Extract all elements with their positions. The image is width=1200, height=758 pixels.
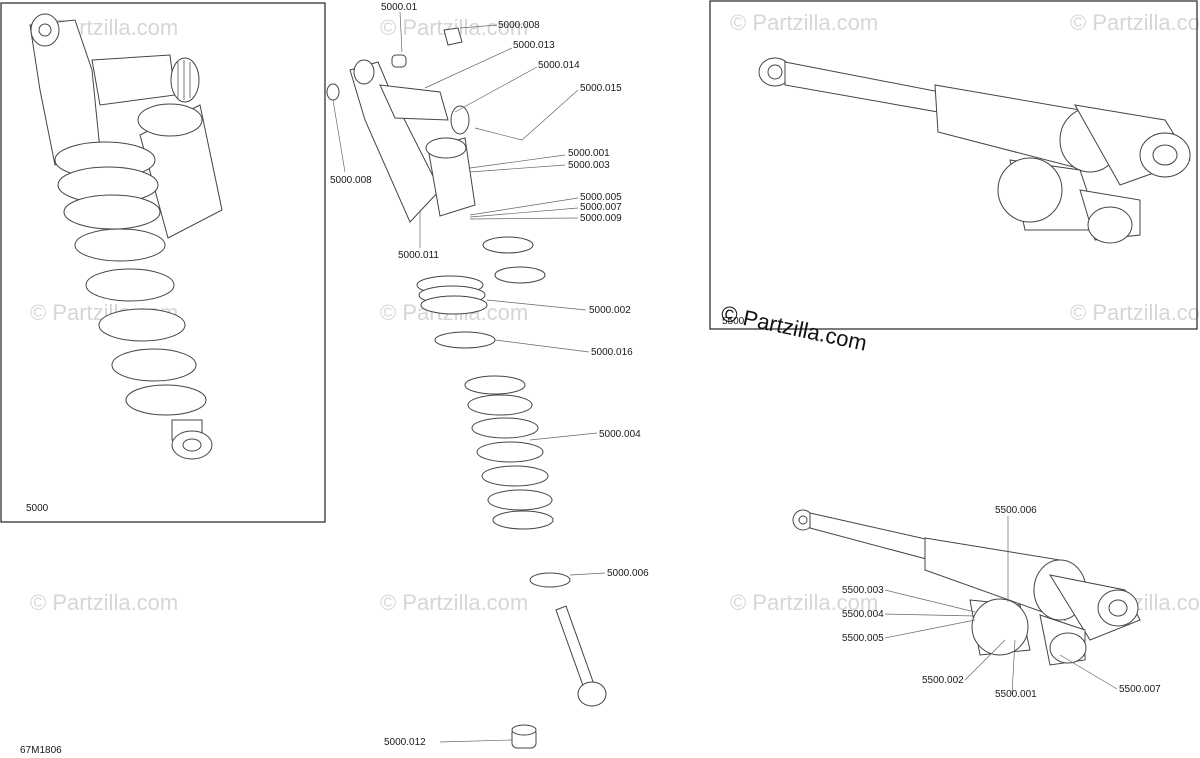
- panel-frame: [709, 0, 1198, 330]
- overlay-watermark: © Partzilla.com: [719, 300, 869, 355]
- leader-lines: [332, 11, 1118, 743]
- callout-label: 5500.005: [842, 633, 884, 644]
- callout-label: 5000.008: [498, 20, 540, 31]
- callout-label: 5000.004: [599, 429, 641, 440]
- callout-label: 5000.009: [580, 213, 622, 224]
- callout-label: 5000.007: [580, 202, 622, 213]
- lower-right-shock-illustration: [792, 509, 1141, 666]
- callout-label: 5000.005: [580, 192, 622, 203]
- assembly-label: 5000: [26, 503, 49, 514]
- callout-label: 5000.002: [589, 305, 631, 316]
- assembled-shock-illustration: [29, 13, 223, 460]
- callout-label: 5000.008: [330, 175, 372, 186]
- callout-label: 5000.003: [568, 160, 610, 171]
- assembled-shock-illustration: [758, 57, 1191, 244]
- watermark: © Partzilla.com: [730, 590, 878, 615]
- callout-label: 5000.006: [607, 568, 649, 579]
- exploded-shock-illustration: [326, 27, 607, 749]
- callout-label: 5000.014: [538, 60, 580, 71]
- left-assembly-panel: 5000: [0, 2, 326, 523]
- callout-label: 5500.007: [1119, 684, 1161, 695]
- callout-label: 5000.011: [398, 250, 439, 261]
- drawing-code: 67M1806: [20, 745, 62, 756]
- callout-label: 5000.012: [384, 737, 426, 748]
- right-assembly-panel: 5500: [709, 0, 1198, 330]
- callout-label: 5500.006: [995, 505, 1037, 516]
- callout-label: 5500.004: [842, 609, 884, 620]
- watermark: © Partzilla.com: [30, 590, 178, 615]
- callout-label: 5000.01: [381, 2, 418, 13]
- callout-label: 5500.003: [842, 585, 884, 596]
- callout-label: 5000.001: [568, 148, 610, 159]
- callout-label: 5000.016: [591, 347, 633, 358]
- assembly-label: 5500: [722, 316, 745, 327]
- callout-label: 5500.001: [995, 689, 1037, 700]
- callout-label: 5000.015: [580, 83, 622, 94]
- panel-frame: [0, 2, 326, 523]
- watermark: © Partzilla.com: [730, 10, 878, 35]
- callout-label: 5000.013: [513, 40, 555, 51]
- callout-labels: 5000.01 5000.008 5000.013 5000.014 5000.…: [330, 2, 1161, 748]
- callout-label: 5500.002: [922, 675, 964, 686]
- watermark: © Partzilla.com: [1070, 10, 1200, 35]
- watermark: © Partzilla.com: [380, 590, 528, 615]
- watermark: © Partzilla.com: [1070, 300, 1200, 325]
